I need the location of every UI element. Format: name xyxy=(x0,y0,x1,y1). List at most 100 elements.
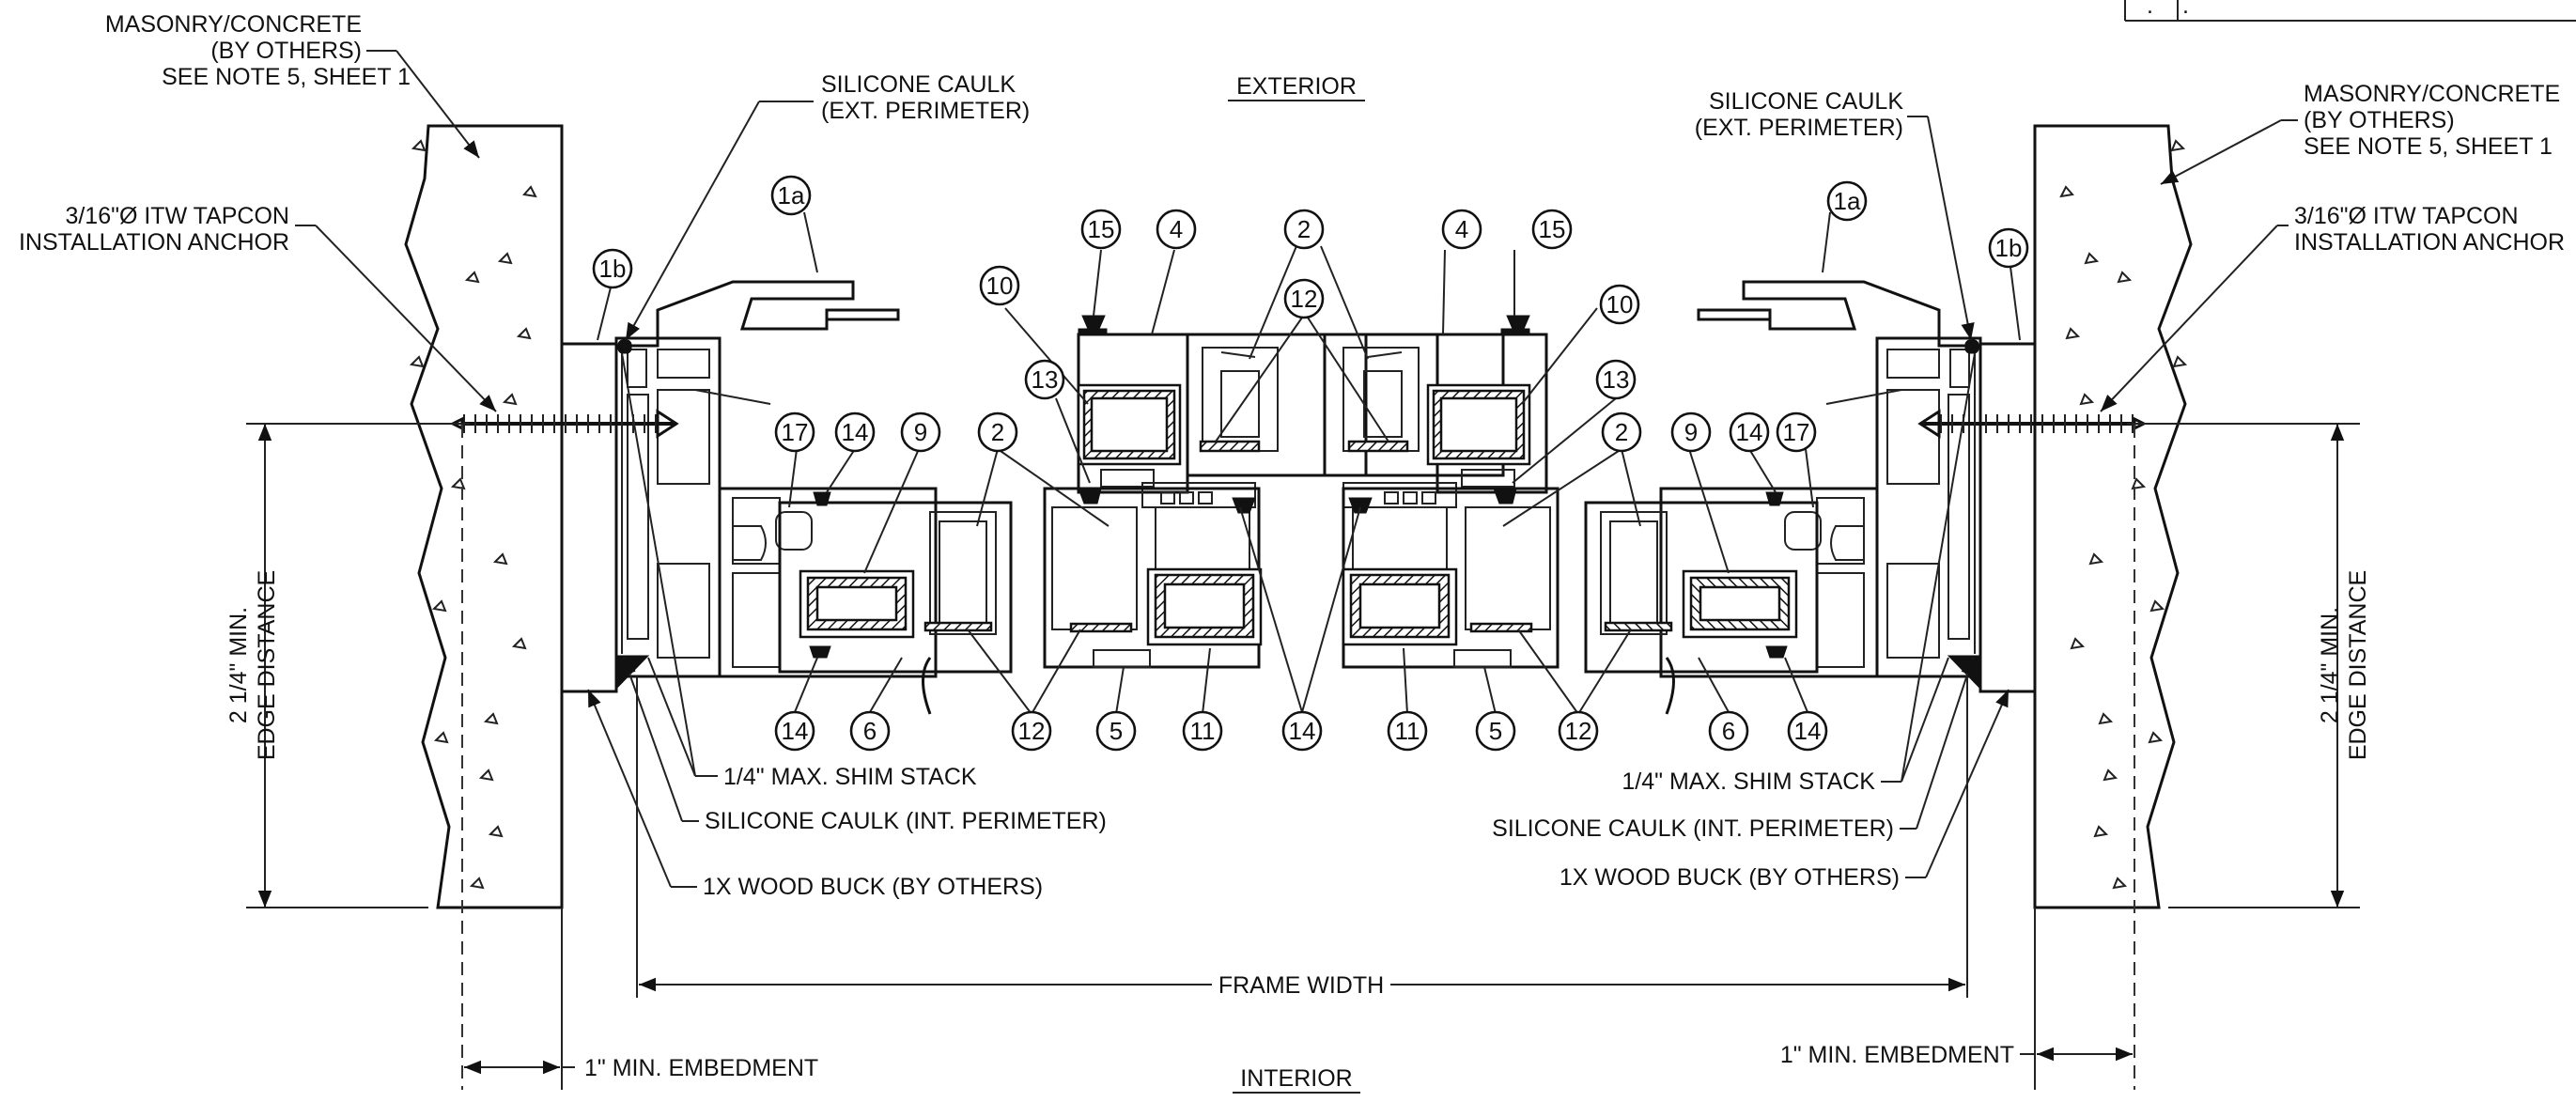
svg-text:2: 2 xyxy=(991,418,1004,446)
svg-text:2: 2 xyxy=(1297,215,1311,243)
right-sash-profile xyxy=(1584,491,1819,715)
center-left-sash xyxy=(1077,315,1368,508)
svg-text:(EXT. PERIMETER): (EXT. PERIMETER) xyxy=(1695,115,1903,141)
item-balloon-17: 17 xyxy=(774,411,815,453)
left-shim-callout: 1/4" MAX. SHIM STACK xyxy=(621,352,977,790)
svg-text:2: 2 xyxy=(1615,418,1628,446)
item-balloon-13: 13 xyxy=(1595,359,1637,400)
balloon-leaders xyxy=(597,211,2021,715)
item-balloon-1a: 1a xyxy=(770,175,812,216)
item-balloon-1b: 1b xyxy=(1988,227,2029,269)
item-balloon-14: 14 xyxy=(774,710,815,752)
left-silicone-ext-callout: SILICONE CAULK (EXT. PERIMETER) xyxy=(625,71,1030,341)
item-balloon-12: 12 xyxy=(1011,710,1052,752)
svg-text:SILICONE CAULK: SILICONE CAULK xyxy=(1709,88,1903,115)
interior-label: INTERIOR xyxy=(1240,1065,1352,1092)
right-ext-caulk-bead xyxy=(1964,339,1979,354)
left-sash-profile xyxy=(778,491,1013,715)
right-silicone-int-callout: SILICONE CAULK (INT. PERIMETER) xyxy=(1492,657,1975,842)
exterior-label: EXTERIOR xyxy=(1236,73,1357,100)
item-balloon-4: 4 xyxy=(1441,209,1482,250)
svg-text:13: 13 xyxy=(1032,365,1059,394)
svg-text:13: 13 xyxy=(1603,365,1630,394)
item-balloon-13: 13 xyxy=(1024,359,1065,400)
svg-text:14: 14 xyxy=(1736,418,1763,446)
item-balloon-14: 14 xyxy=(834,411,876,453)
item-balloon-4: 4 xyxy=(1156,209,1197,250)
item-balloon-15: 15 xyxy=(1531,209,1573,250)
left-masonry-wall xyxy=(404,124,564,909)
item-balloon-12: 12 xyxy=(1558,710,1599,752)
svg-text:6: 6 xyxy=(1722,717,1735,745)
svg-text:4: 4 xyxy=(1455,215,1468,243)
right-shim-callout: 1/4" MAX. SHIM STACK xyxy=(1622,352,1976,795)
svg-text:INSTALLATION ANCHOR: INSTALLATION ANCHOR xyxy=(19,229,289,256)
item-balloon-10: 10 xyxy=(979,265,1020,306)
item-balloon-11: 11 xyxy=(1182,710,1223,752)
svg-text:14: 14 xyxy=(782,717,809,745)
right-silicone-ext-callout: SILICONE CAULK (EXT. PERIMETER) xyxy=(1695,88,1975,341)
item-balloon-14: 14 xyxy=(1729,411,1770,453)
left-silicone-int-callout: SILICONE CAULK (INT. PERIMETER) xyxy=(623,657,1107,834)
item-balloon-1b: 1b xyxy=(592,248,633,289)
svg-text:4: 4 xyxy=(1170,215,1183,243)
svg-text:11: 11 xyxy=(1190,717,1216,745)
item-balloon-1a: 1a xyxy=(1826,180,1868,222)
item-balloon-6: 6 xyxy=(1708,710,1749,752)
item-balloon-14: 14 xyxy=(1281,710,1323,752)
svg-text:SEE NOTE 5, SHEET 1: SEE NOTE 5, SHEET 1 xyxy=(162,64,411,90)
left-tapcon-anchor xyxy=(449,409,679,439)
svg-text:15: 15 xyxy=(1088,215,1115,243)
title-block-mark: . xyxy=(2182,0,2189,19)
svg-text:EDGE DISTANCE: EDGE DISTANCE xyxy=(254,570,280,760)
left-wood-buck xyxy=(560,342,618,693)
svg-text:3/16"Ø ITW TAPCON: 3/16"Ø ITW TAPCON xyxy=(65,203,289,229)
item-balloon-10: 10 xyxy=(1599,284,1640,325)
frame-width-dimension: FRAME WIDTH xyxy=(636,676,1968,999)
left-edge-distance-dimension: 2 1/4" MIN. EDGE DISTANCE xyxy=(225,423,470,908)
svg-text:5: 5 xyxy=(1110,717,1123,745)
right-anchor-callout: 3/16"Ø ITW TAPCON INSTALLATION ANCHOR xyxy=(2100,203,2565,412)
svg-text:MASONRY/CONCRETE: MASONRY/CONCRETE xyxy=(105,11,362,38)
center-right-lower-frame xyxy=(1342,487,1560,669)
svg-text:1b: 1b xyxy=(1995,234,2023,262)
svg-text:1" MIN. EMBEDMENT: 1" MIN. EMBEDMENT xyxy=(1780,1042,2014,1068)
svg-text:5: 5 xyxy=(1489,717,1502,745)
title-block-mark: . xyxy=(2147,0,2153,19)
svg-text:1X WOOD BUCK (BY OTHERS): 1X WOOD BUCK (BY OTHERS) xyxy=(1560,864,1900,891)
svg-text:2 1/4" MIN.: 2 1/4" MIN. xyxy=(225,607,252,723)
right-masonry-wall xyxy=(2033,124,2193,909)
svg-text:(BY OTHERS): (BY OTHERS) xyxy=(210,38,362,64)
item-balloon-12: 12 xyxy=(1283,278,1325,319)
svg-text:SILICONE CAULK (INT. PERIMETER: SILICONE CAULK (INT. PERIMETER) xyxy=(705,808,1107,834)
item-balloon-5: 5 xyxy=(1095,710,1137,752)
right-edge-distance-dimension: 2 1/4" MIN. EDGE DISTANCE xyxy=(2127,423,2371,908)
item-balloon-11: 11 xyxy=(1387,710,1428,752)
svg-text:10: 10 xyxy=(1606,290,1634,318)
svg-text:14: 14 xyxy=(1794,717,1822,745)
svg-text:9: 9 xyxy=(1684,418,1698,446)
svg-text:2 1/4" MIN.: 2 1/4" MIN. xyxy=(2317,607,2343,723)
right-wood-buck xyxy=(1979,342,2037,693)
left-embedment-dimension: 1" MIN. EMBEDMENT xyxy=(461,425,818,1090)
svg-text:1a: 1a xyxy=(1834,187,1861,215)
item-balloon-2: 2 xyxy=(1601,411,1642,453)
item-balloon-6: 6 xyxy=(849,710,891,752)
left-ext-caulk-bead xyxy=(617,339,632,354)
svg-text:17: 17 xyxy=(1783,418,1810,446)
center-right-sash xyxy=(1323,315,1548,508)
item-balloon-15: 15 xyxy=(1080,209,1122,250)
svg-text:12: 12 xyxy=(1291,285,1318,313)
left-wood-buck-callout: 1X WOOD BUCK (BY OTHERS) xyxy=(587,689,1043,900)
svg-text:1" MIN. EMBEDMENT: 1" MIN. EMBEDMENT xyxy=(584,1055,818,1081)
svg-text:6: 6 xyxy=(863,717,877,745)
svg-text:14: 14 xyxy=(842,418,869,446)
svg-text:1/4" MAX. SHIM STACK: 1/4" MAX. SHIM STACK xyxy=(1622,768,1875,795)
svg-text:9: 9 xyxy=(914,418,927,446)
svg-text:(BY OTHERS): (BY OTHERS) xyxy=(2304,107,2455,133)
item-balloon-2: 2 xyxy=(977,411,1018,453)
title-block-corner: . . xyxy=(2124,0,2576,22)
item-balloon-2: 2 xyxy=(1283,209,1325,250)
svg-text:15: 15 xyxy=(1539,215,1566,243)
